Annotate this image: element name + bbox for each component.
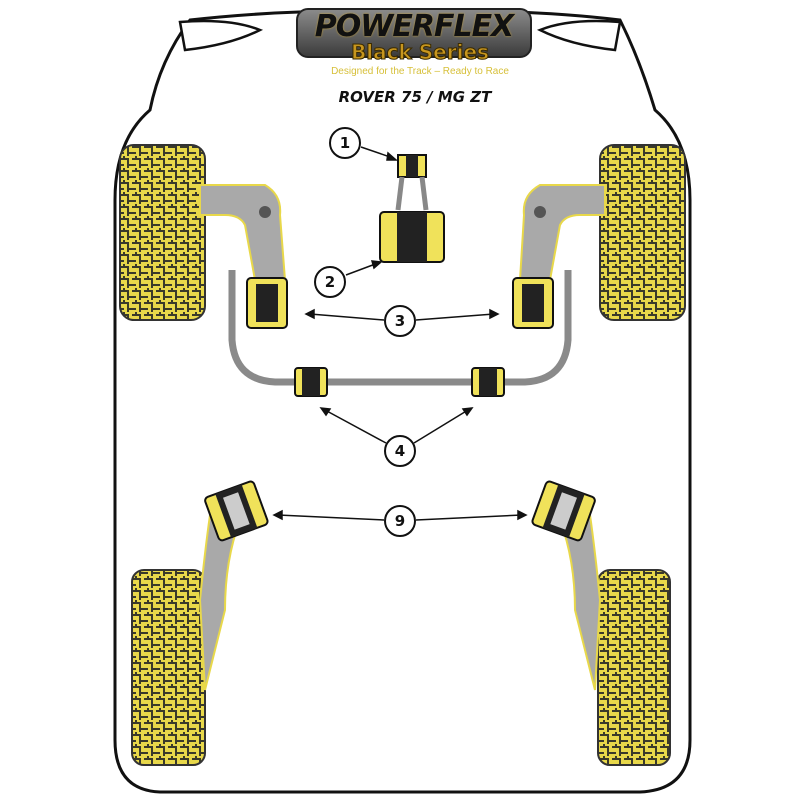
callout-2: 2 (314, 266, 346, 298)
logo-tagline: Designed for the Track – Ready to Race (331, 66, 509, 77)
bush-4-right (471, 367, 505, 397)
rear-right-wheel (597, 569, 671, 766)
rear-left-arm (198, 513, 242, 691)
bush-9-right (531, 480, 596, 542)
bush-2 (379, 211, 445, 263)
mirror-left (178, 19, 264, 52)
callout-arrows (272, 146, 528, 521)
callout-3: 3 (384, 305, 416, 337)
logo-series: Black Series (351, 40, 490, 65)
model-title: ROVER 75 / MG ZT (338, 88, 492, 106)
callout-4: 4 (384, 435, 416, 467)
rear-left-wheel (131, 569, 206, 766)
rear-right-arm (558, 513, 602, 691)
bush-4-left (294, 367, 328, 397)
callout-9: 9 (384, 505, 416, 537)
bush-9-left (204, 480, 269, 542)
bush-3-right (512, 277, 554, 329)
logo-brand: POWERFLEX (314, 9, 514, 44)
anti-roll-bar (228, 270, 572, 386)
powerflex-logo: POWERFLEX (296, 8, 532, 58)
front-left-wheel (119, 144, 206, 321)
bush-1 (395, 154, 429, 211)
bush-3-left (246, 277, 288, 329)
front-right-wheel (599, 144, 686, 321)
callout-1: 1 (329, 127, 361, 159)
mirror-right (536, 19, 622, 52)
